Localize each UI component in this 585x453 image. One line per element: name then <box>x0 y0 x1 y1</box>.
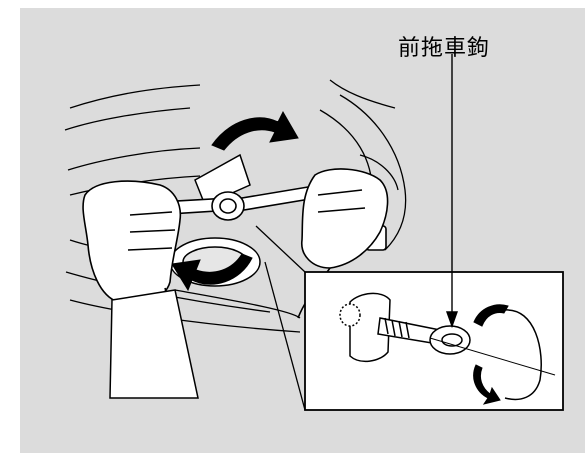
rotation-arrow-top-icon <box>212 112 298 150</box>
sleeves <box>110 290 198 398</box>
tow-hook-callout-label: 前拖車鉤 <box>398 30 490 62</box>
